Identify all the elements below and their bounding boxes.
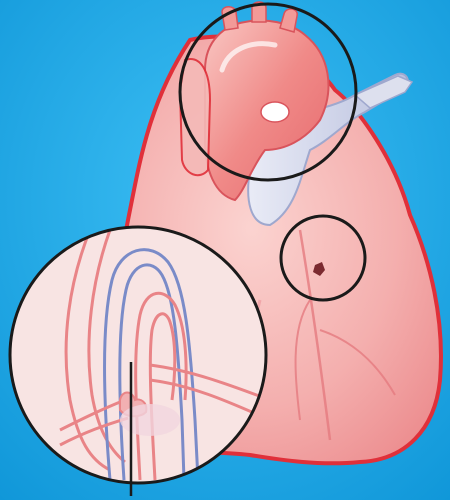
aortic-lumen xyxy=(261,102,289,122)
